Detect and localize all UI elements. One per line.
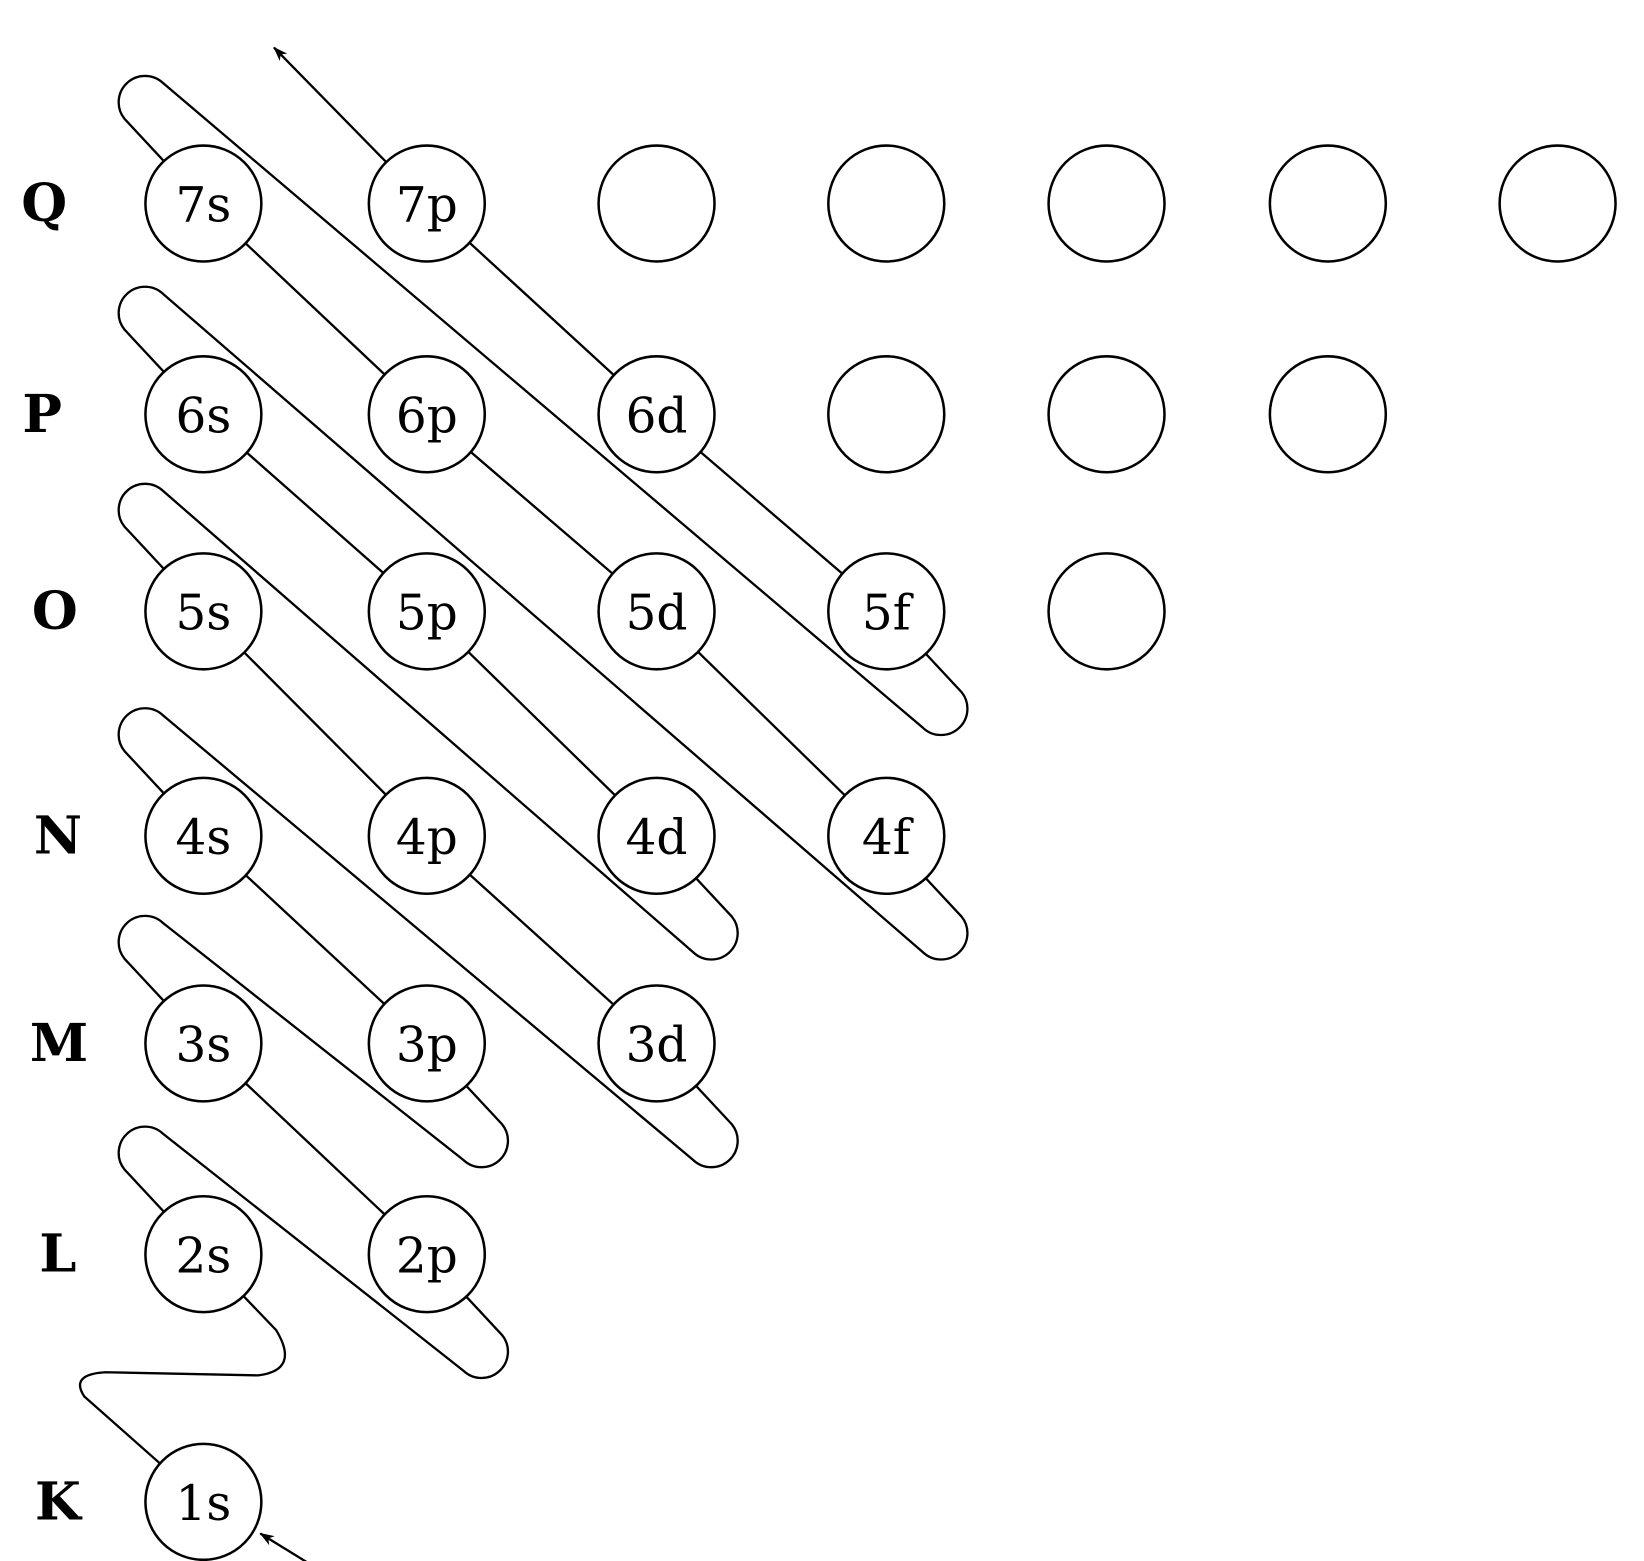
orbital-circle — [597, 984, 716, 1103]
orbital-4s: 4s — [144, 776, 263, 896]
orbital-label: 6p — [396, 388, 458, 444]
orbital-circle — [827, 355, 946, 474]
start-arrow-icon — [259, 1532, 308, 1561]
shell-label: O — [32, 581, 78, 642]
orbital-label: 5d — [626, 585, 688, 641]
orbital-6s: 6s — [144, 355, 263, 474]
orbital-circle — [144, 1442, 263, 1561]
orbital-circle — [367, 984, 487, 1103]
orbital-circle — [144, 1194, 263, 1314]
orbital-6d: 6d — [597, 355, 716, 474]
orbital-label: 2p — [396, 1228, 458, 1284]
orbital-4d: 4d — [597, 776, 716, 896]
orbital-circle — [144, 776, 263, 896]
orbital-circle — [827, 552, 946, 671]
orbital-5f: 5f — [827, 552, 946, 671]
orbital-label: 2s — [176, 1228, 232, 1284]
shell-label: L — [39, 1224, 76, 1285]
orbital-circle — [1498, 144, 1617, 263]
empty-orbital — [827, 144, 946, 263]
orbital-circle — [367, 144, 487, 263]
orbital-label: 6s — [176, 388, 232, 444]
orbital-label: 4s — [176, 810, 232, 866]
filling-order-line — [78, 74, 969, 1503]
shell-label: M — [30, 1013, 88, 1074]
orbital-label: 4f — [862, 810, 914, 866]
orbital-circle — [1047, 552, 1166, 671]
orbital-5p: 5p — [367, 552, 487, 671]
orbital-label: 1s — [176, 1476, 232, 1532]
orbital-circle — [597, 144, 716, 263]
orbital-circle — [144, 984, 263, 1103]
orbital-2p: 2p — [367, 1194, 487, 1314]
orbital-circle — [1268, 144, 1388, 263]
empty-orbital — [1047, 552, 1166, 671]
orbital-circle — [367, 552, 487, 671]
orbital-circle — [1047, 355, 1166, 474]
orbital-circle — [144, 355, 263, 474]
orbital-label: 5s — [176, 585, 232, 641]
orbital-grid: 7s 7p 6s 6p 6d 5s 5p 5d 5f 4s 4p 4d 4f 3s 3p 3d 2s 2p 1s — [144, 144, 1617, 1561]
orbital-circle — [1047, 144, 1166, 263]
orbital-circle — [144, 552, 263, 671]
orbital-6p: 6p — [367, 355, 487, 474]
orbital-4f: 4f — [827, 776, 946, 896]
orbital-circle — [144, 144, 263, 263]
shell-labels: Q P O N M L K — [21, 173, 88, 1532]
orbital-5s: 5s — [144, 552, 263, 671]
orbital-circle — [597, 776, 716, 896]
orbital-label: 4p — [396, 810, 458, 866]
empty-orbital — [597, 144, 716, 263]
empty-orbital — [1498, 144, 1617, 263]
shell-label: Q — [21, 173, 67, 234]
shell-label: P — [22, 384, 62, 445]
orbital-circle — [367, 1194, 487, 1314]
orbital-3d: 3d — [597, 984, 716, 1103]
orbital-label: 3p — [396, 1018, 458, 1074]
empty-orbital — [1047, 144, 1166, 263]
orbital-circle — [367, 776, 487, 896]
orbital-circle — [827, 144, 946, 263]
orbital-7p: 7p — [367, 144, 487, 263]
orbital-5d: 5d — [597, 552, 716, 671]
orbital-4p: 4p — [367, 776, 487, 896]
orbital-2s: 2s — [144, 1194, 263, 1314]
orbital-circle — [597, 552, 716, 671]
empty-orbital — [1268, 355, 1388, 474]
orbital-label: 4d — [626, 810, 688, 866]
orbital-3p: 3p — [367, 984, 487, 1103]
shell-label: N — [34, 805, 82, 866]
orbital-label: 5f — [862, 585, 914, 641]
orbital-3s: 3s — [144, 984, 263, 1103]
empty-orbital — [1047, 355, 1166, 474]
orbital-label: 7s — [176, 178, 232, 234]
empty-orbital — [827, 355, 946, 474]
orbital-label: 6d — [626, 388, 688, 444]
empty-orbital — [1268, 144, 1388, 263]
shell-label: K — [35, 1471, 83, 1532]
orbital-label: 3s — [176, 1018, 232, 1074]
orbital-1s: 1s — [144, 1442, 263, 1561]
orbital-label: 3d — [626, 1018, 688, 1074]
orbital-7s: 7s — [144, 144, 263, 263]
orbital-label: 7p — [396, 178, 458, 234]
orbital-circle — [367, 355, 487, 474]
orbital-circle — [1268, 355, 1388, 474]
orbital-circle — [597, 355, 716, 474]
orbital-circle — [827, 776, 946, 896]
orbital-label: 5p — [396, 585, 458, 641]
